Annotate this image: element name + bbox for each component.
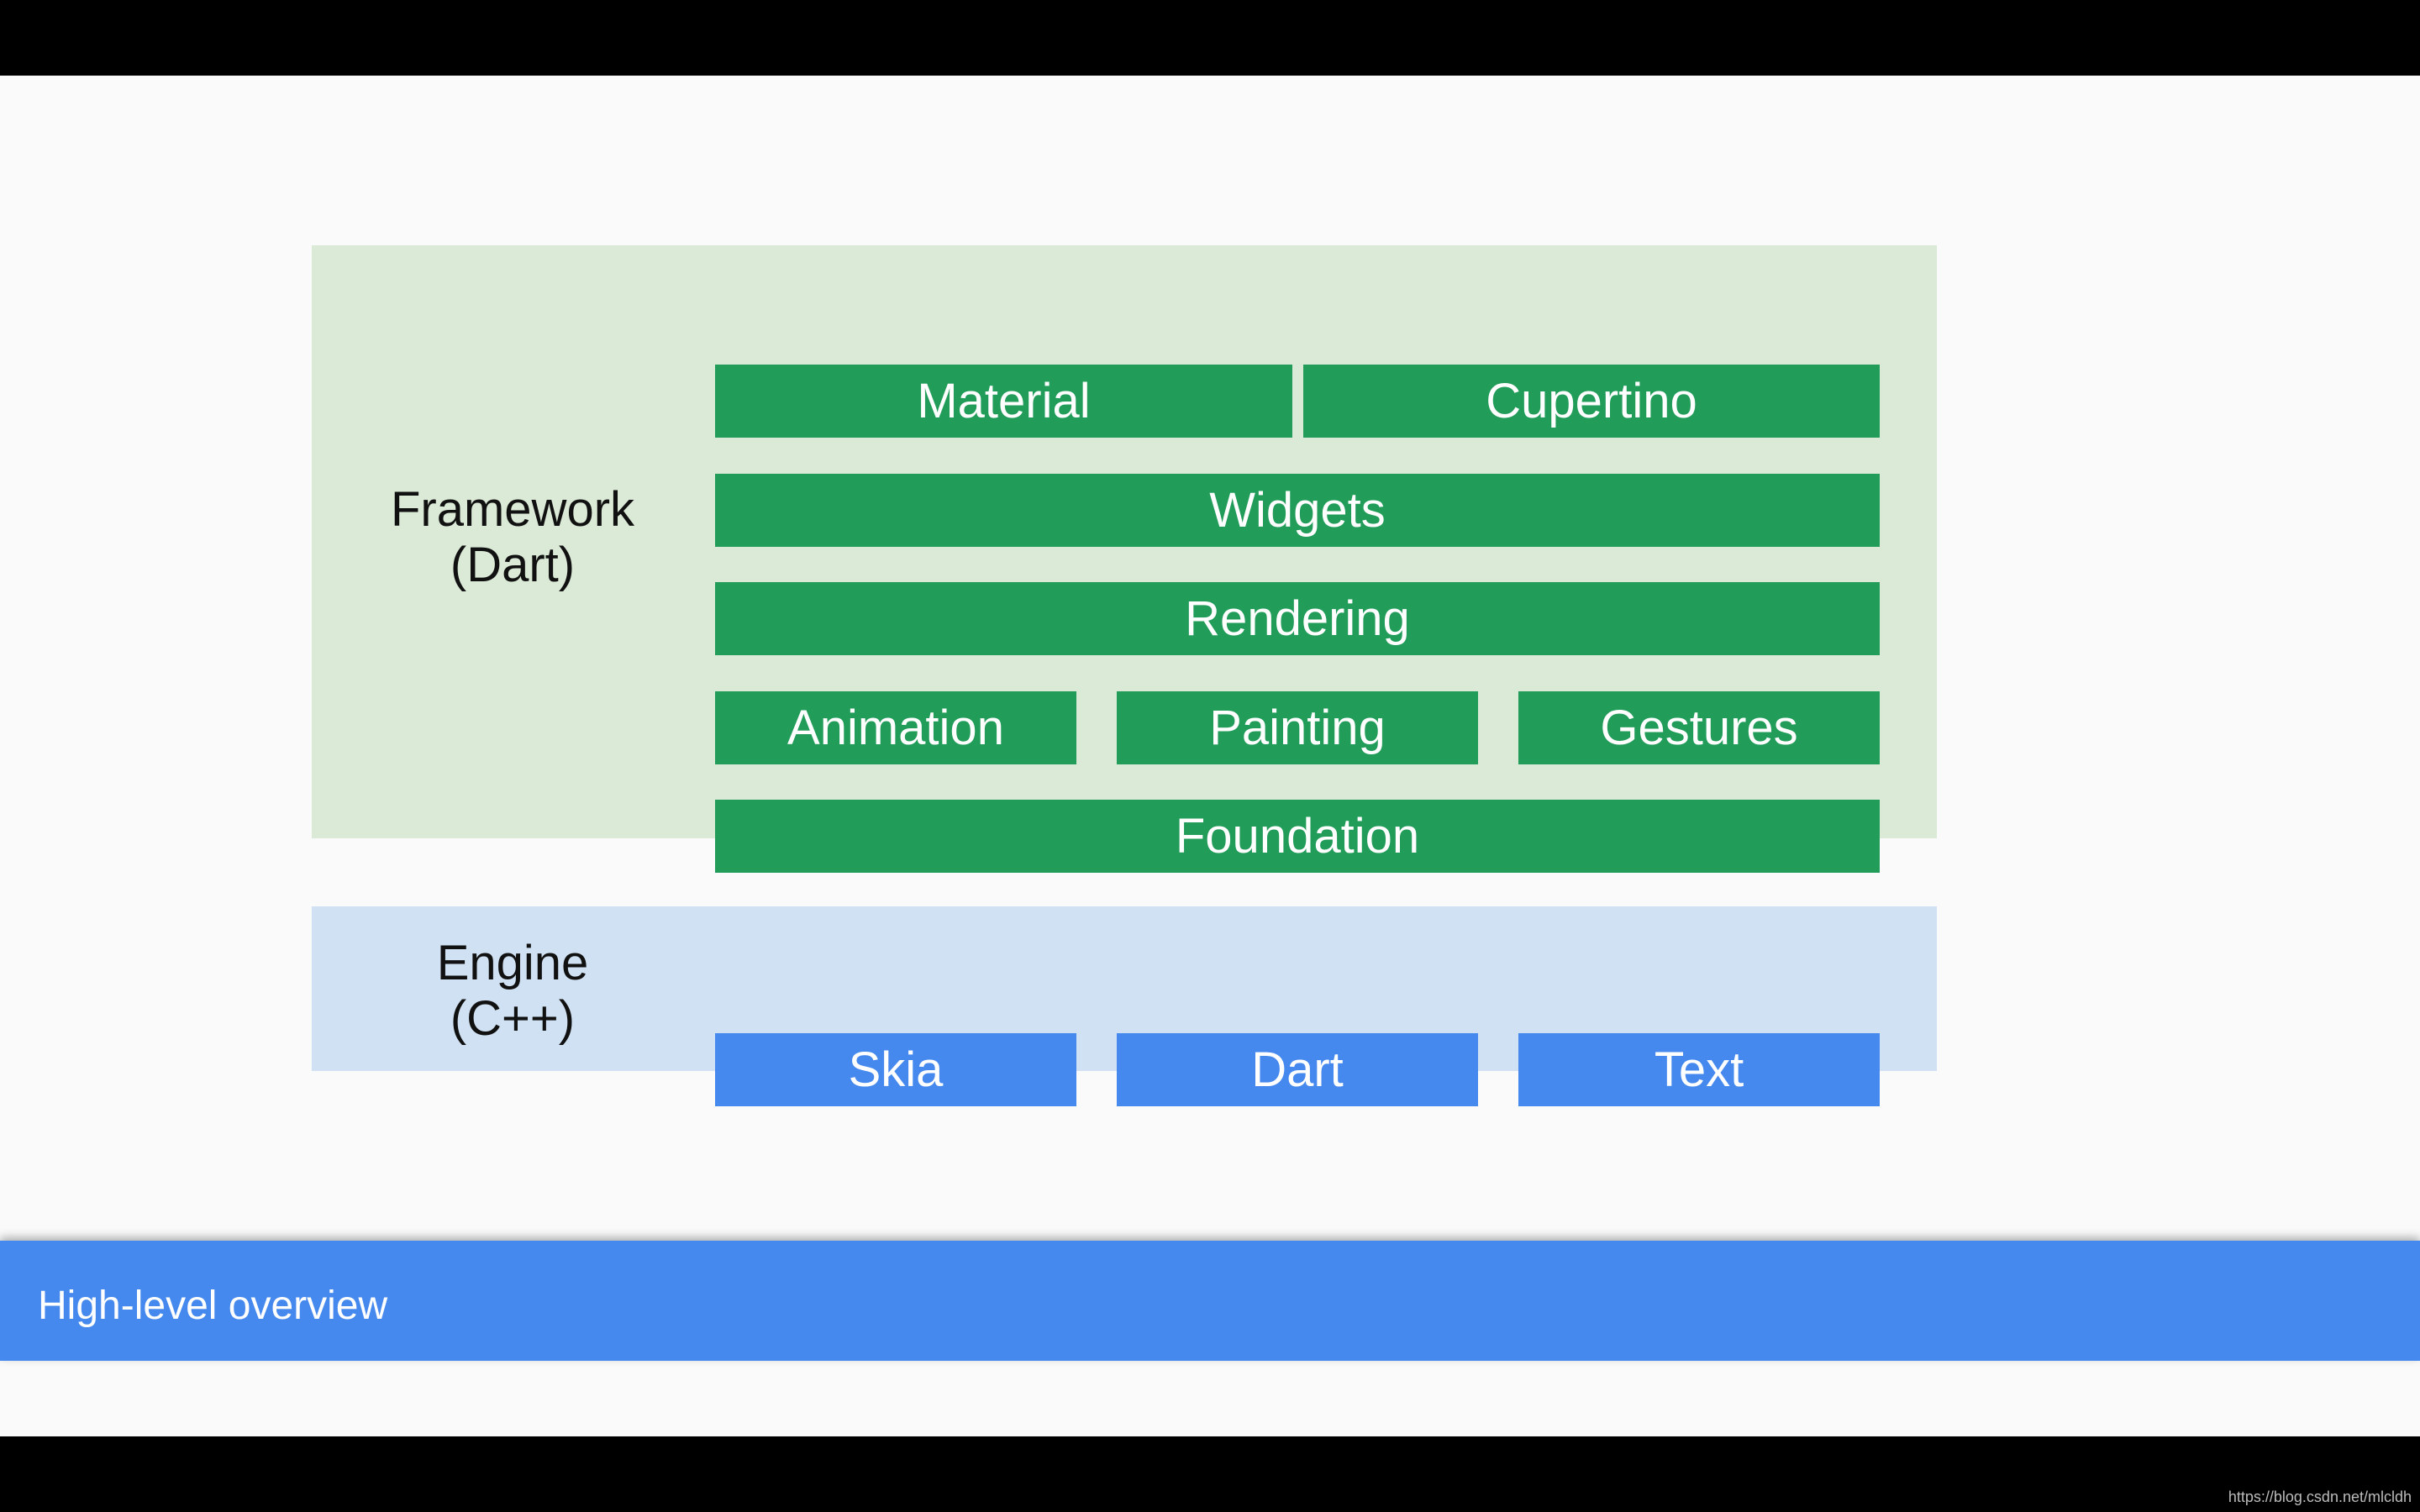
footer-bar [0, 1241, 2420, 1361]
footer-title: High-level overview [38, 1284, 388, 1328]
watermark: https://blog.csdn.net/mlcldh [2228, 1488, 2412, 1505]
text-box: Text [1518, 1033, 1880, 1106]
material-box: Material [715, 365, 1292, 438]
skia-box: Skia [715, 1033, 1076, 1106]
foundation-box: Foundation [715, 800, 1880, 873]
rendering-box: Rendering [715, 582, 1880, 655]
engine-label: Engine (C++) [436, 936, 589, 1046]
painting-box: Painting [1117, 691, 1478, 764]
dart-box: Dart [1117, 1033, 1478, 1106]
animation-box: Animation [715, 691, 1076, 764]
cupertino-box: Cupertino [1303, 365, 1880, 438]
gestures-box: Gestures [1518, 691, 1880, 764]
widgets-box: Widgets [715, 474, 1880, 547]
framework-label: Framework (Dart) [390, 482, 635, 592]
